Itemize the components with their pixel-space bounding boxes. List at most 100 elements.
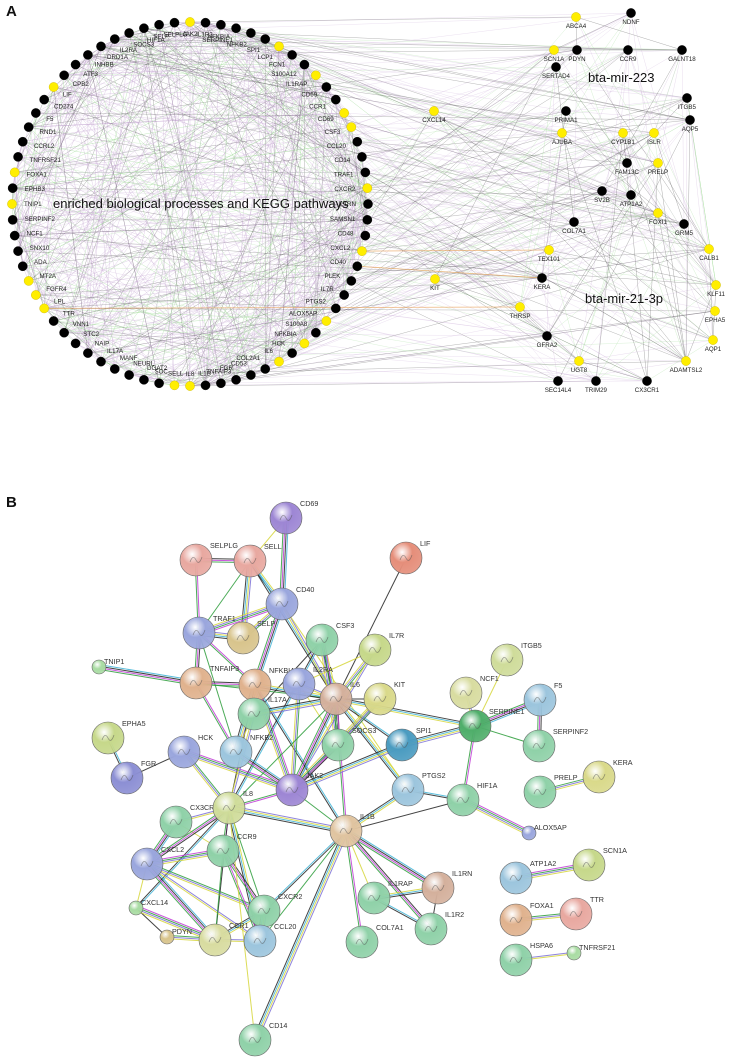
node-samsn1[interactable]: [362, 215, 373, 225]
node-alox5ap[interactable]: [321, 316, 332, 326]
node-f5[interactable]: [31, 108, 41, 118]
node-foxa1[interactable]: [9, 167, 20, 178]
protein-node-tnfaip3[interactable]: TNFAIP3: [179, 664, 239, 700]
node-calb1[interactable]: [704, 244, 714, 254]
protein-sphere-tnfrsf21[interactable]: [566, 945, 582, 961]
node-traf1[interactable]: [360, 167, 371, 178]
protein-node-ccl20[interactable]: CCL20: [243, 922, 296, 958]
node-fcn1[interactable]: [287, 50, 297, 60]
protein-node-cxcl14[interactable]: CXCL14: [128, 898, 168, 916]
node-tex101[interactable]: [544, 245, 554, 255]
node-prima1[interactable]: [561, 106, 571, 116]
node-ttr[interactable]: [48, 316, 59, 326]
node-lcp1[interactable]: [274, 41, 284, 52]
node-lpl[interactable]: [39, 303, 49, 314]
node-gfra2[interactable]: [542, 331, 552, 341]
node-il1rn[interactable]: [363, 199, 373, 209]
node-rnd1[interactable]: [23, 122, 34, 132]
node-il17a[interactable]: [96, 356, 106, 367]
node-csf3[interactable]: [346, 122, 357, 132]
node-il1rap[interactable]: [311, 70, 321, 81]
protein-node-il7r[interactable]: IL7R: [358, 631, 404, 667]
protein-node-lif[interactable]: LIF: [389, 539, 431, 575]
protein-node-ttr[interactable]: TTR: [559, 895, 604, 931]
protein-node-selp[interactable]: SELP: [226, 619, 276, 655]
node-ada[interactable]: [17, 261, 28, 272]
protein-node-il2ra[interactable]: IL2RA: [282, 665, 333, 701]
node-nfkbia[interactable]: [299, 338, 310, 349]
protein-node-tnfrsf21[interactable]: TNFRSF21: [566, 943, 615, 961]
node-hck[interactable]: [287, 348, 297, 358]
protein-node-cxcl2[interactable]: CXCL2: [130, 845, 184, 881]
node-aqp1[interactable]: [708, 335, 718, 345]
node-ccr1[interactable]: [331, 94, 341, 105]
protein-node-cd69[interactable]: CD69: [269, 499, 318, 535]
node-kera[interactable]: [537, 273, 547, 283]
node-tnip1[interactable]: [7, 199, 17, 209]
node-fam13c[interactable]: [622, 158, 632, 168]
node-col7a1[interactable]: [569, 217, 579, 227]
node-drd1a[interactable]: [96, 41, 106, 52]
protein-node-sell[interactable]: SELL: [233, 542, 282, 578]
protein-sphere-pdyn[interactable]: [159, 929, 175, 945]
node-adamtsl2[interactable]: [681, 356, 691, 366]
node-dgat2[interactable]: [139, 374, 149, 385]
protein-node-pdyn[interactable]: PDYN: [159, 927, 192, 945]
node-cd40[interactable]: [352, 261, 363, 272]
node-cx3cr1[interactable]: [642, 376, 652, 386]
node-mt2a[interactable]: [23, 276, 34, 286]
protein-node-kera[interactable]: KERA: [582, 758, 633, 794]
protein-node-hck[interactable]: HCK: [167, 733, 213, 769]
node-stc2[interactable]: [70, 338, 81, 349]
node-galnt18[interactable]: [677, 45, 687, 55]
protein-node-csf3[interactable]: CSF3: [305, 621, 354, 657]
protein-node-cd14[interactable]: CD14: [238, 1021, 287, 1057]
protein-node-serpinf2[interactable]: SERPINF2: [522, 727, 588, 763]
node-scn1a[interactable]: [549, 45, 559, 55]
node-snx10[interactable]: [13, 246, 23, 256]
node-sell[interactable]: [169, 380, 180, 391]
node-s100a8[interactable]: [311, 327, 321, 338]
node-klf11[interactable]: [711, 280, 721, 290]
node-manf[interactable]: [109, 364, 120, 374]
node-thrsp[interactable]: [515, 302, 525, 312]
node-prelp[interactable]: [653, 158, 663, 168]
node-inhbb[interactable]: [83, 50, 93, 60]
node-cxcl2[interactable]: [357, 246, 367, 256]
protein-node-cx3cr1[interactable]: CX3CR1: [159, 803, 218, 839]
node-socs3[interactable]: [124, 28, 134, 38]
node-cd14[interactable]: [357, 152, 367, 162]
protein-node-kit[interactable]: KIT: [363, 680, 406, 716]
node-il6[interactable]: [274, 356, 284, 367]
node-abca4[interactable]: [571, 12, 581, 22]
node-selplg[interactable]: [169, 17, 180, 28]
node-ndnf[interactable]: [626, 8, 636, 18]
node-fgfr4[interactable]: [31, 290, 41, 300]
protein-node-fgr[interactable]: FGR: [110, 759, 156, 795]
protein-sphere-cxcl14[interactable]: [128, 900, 144, 916]
node-tnfaip3[interactable]: [216, 378, 226, 389]
protein-sphere-alox5ap[interactable]: [521, 825, 537, 841]
node-nfkbia[interactable]: [216, 19, 226, 30]
protein-node-il17a[interactable]: IL17A: [237, 695, 287, 731]
protein-node-foxa1[interactable]: FOXA1: [499, 901, 554, 937]
node-cpb2[interactable]: [59, 70, 69, 81]
node-ephb3[interactable]: [7, 183, 18, 193]
protein-node-spi1[interactable]: SPI1: [385, 726, 432, 762]
node-fgr[interactable]: [231, 374, 241, 385]
protein-node-selplg[interactable]: SELPLG: [179, 541, 238, 577]
protein-node-alox5ap[interactable]: ALOX5AP: [521, 823, 567, 841]
protein-node-tnip1[interactable]: TNIP1: [91, 657, 124, 675]
node-cd274[interactable]: [39, 94, 49, 105]
node-kit[interactable]: [430, 274, 440, 284]
protein-node-nfkb2[interactable]: NFKB2: [219, 733, 273, 769]
node-serpine1[interactable]: [231, 23, 241, 34]
node-cd69[interactable]: [339, 108, 349, 118]
protein-node-itgb5[interactable]: ITGB5: [490, 641, 542, 677]
protein-node-il1rn[interactable]: IL1RN: [421, 869, 472, 905]
protein-node-hspa6[interactable]: HSPA6: [499, 941, 553, 977]
node-cxcl14[interactable]: [429, 106, 439, 116]
protein-node-hif1a[interactable]: HIF1A: [446, 781, 498, 817]
node-itgb5[interactable]: [682, 93, 692, 103]
node-il1b[interactable]: [200, 380, 211, 391]
